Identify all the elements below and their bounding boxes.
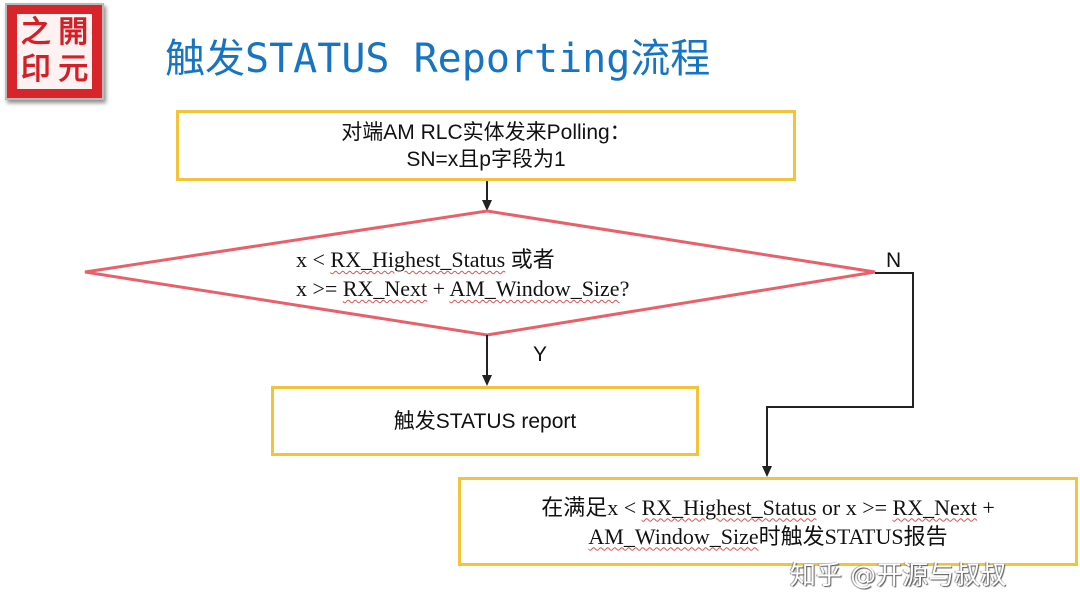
no-label: N [886,249,902,272]
var-rx-next: RX_Next [892,494,977,520]
watermark: 知乎 @开源与叔叔 [790,561,1007,591]
var-am-window-size: AM_Window_Size [588,523,759,549]
no-box-line1: 在满足x < RX_Highest_Status or x >= RX_Next… [541,493,995,522]
var-rx-highest-status: RX_Highest_Status [641,494,817,520]
logo-char: 之 [20,14,51,50]
slide-title: 触发STATUS Reporting流程 [165,36,711,82]
logo-char: 開 [58,14,89,50]
no-box-line2: AM_Window_Size时触发STATUS报告 [588,522,947,551]
arrow-no [766,272,914,475]
logo-seal-inner: 之 開 印 元 [17,14,92,89]
trigger-status-report-box: 触发STATUS report [271,386,699,456]
no-box-line1-suffix: + [976,494,995,520]
logo-char: 元 [58,52,89,88]
var-am-window-size: AM_Window_Size [449,276,620,301]
no-box-line2-suffix: 时触发STATUS报告 [758,523,948,549]
no-box-line1-prefix: 在满足x < [541,494,642,520]
start-process-box: 对端AM RLC实体发来Polling： SN=x且p字段为1 [176,110,796,181]
start-text-line1: 对端AM RLC实体发来Polling： [341,120,631,144]
decision-line2-prefix: x >= [296,276,343,301]
decision-line1-suffix: 或者 [505,247,555,272]
arrowhead-icon [482,200,492,211]
conditional-trigger-box: 在满足x < RX_Highest_Status or x >= RX_Next… [458,477,1078,566]
start-text-line2: SN=x且p字段为1 [406,147,566,171]
decision-line1-prefix: x < [296,247,331,272]
no-box-line1-mid: or x >= [816,494,893,520]
var-rx-next: RX_Next [342,276,428,301]
decision-line2-mid: + [427,276,450,301]
logo-char: 印 [20,52,51,88]
var-rx-highest-status: RX_Highest_Status [330,247,506,272]
arrowhead-icon [482,375,492,386]
decision-text: x < RX_Highest_Status 或者 x >= RX_Next + … [280,245,700,303]
arrowhead-icon [762,466,772,477]
decision-line2-suffix: ? [619,276,630,301]
yes-box-text: 触发STATUS report [393,409,577,433]
logo-seal: 之 開 印 元 [5,3,104,100]
yes-label: Y [533,343,548,366]
